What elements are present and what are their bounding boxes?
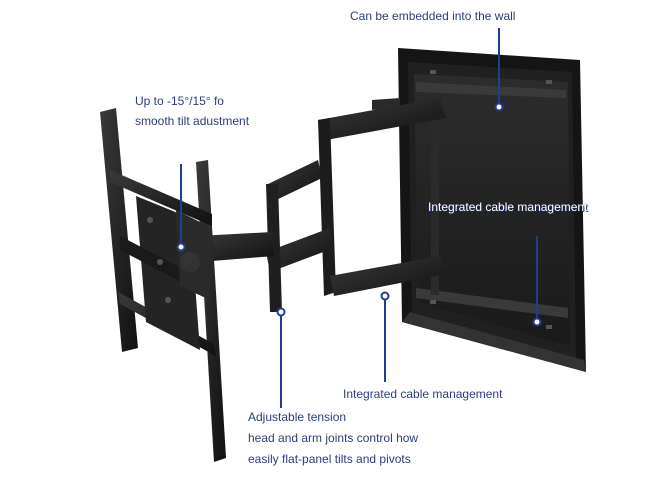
label-tension-line3: easily flat-panel tilts and pivots (248, 452, 411, 466)
dot-cable-top (532, 317, 542, 327)
leader-dots (176, 102, 542, 327)
tv-bracket-plate (100, 108, 226, 462)
label-tension-line2: head and arm joints control how (248, 431, 419, 445)
recessed-wall-box (398, 48, 586, 372)
dot-tilt (176, 242, 186, 252)
leader-lines (180, 28, 538, 408)
label-tilt-line2: smooth tilt adustment (135, 114, 250, 128)
label-cable-mgmt-bottom: Integrated cable management (343, 387, 503, 401)
label-tension-line1: Adjustable tension (248, 410, 347, 424)
label-tilt-line1: Up to -15°/15° fo (135, 94, 224, 108)
dot-tension (276, 307, 286, 317)
label-wall-embed: Can be embedded into the wall (350, 9, 516, 23)
articulating-arm (198, 98, 446, 312)
label-cable-mgmt-top: Integrated cable management (428, 200, 588, 214)
dot-wall-embed (494, 102, 504, 112)
dot-cable-bottom (380, 291, 390, 301)
